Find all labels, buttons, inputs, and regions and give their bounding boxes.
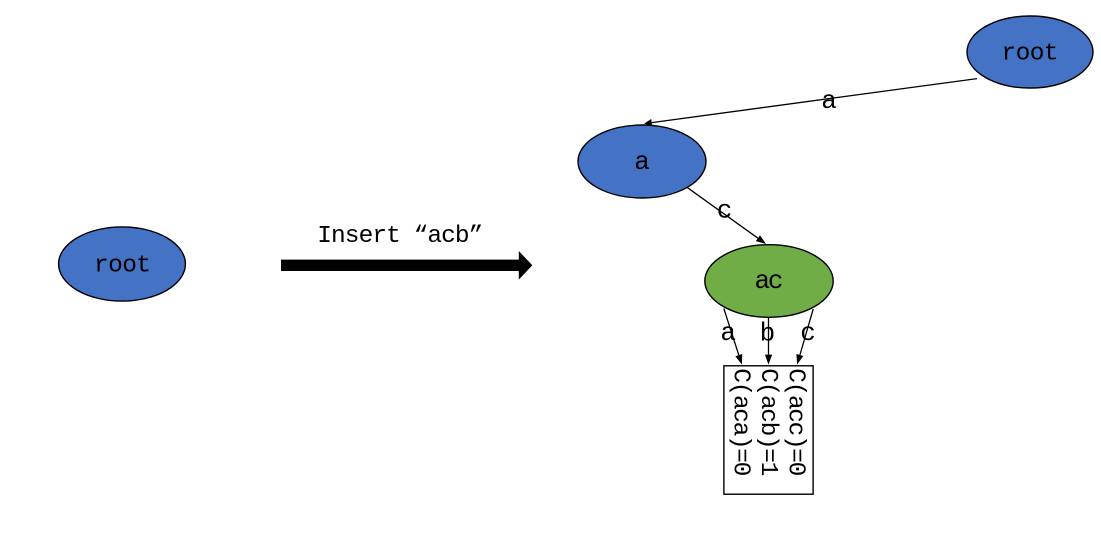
svg-text:b: b (760, 319, 776, 349)
svg-text:c: c (717, 196, 733, 226)
svg-text:C(acc)=0 C(acb)=1 C(ac: C(acc)=0 C(acb)=1 C(aca)=0 (727, 368, 809, 489)
svg-text:Insert “acb”: Insert “acb” (317, 223, 483, 250)
svg-text:a: a (720, 318, 736, 348)
svg-text:root: root (94, 253, 151, 280)
svg-text:c: c (800, 318, 816, 348)
svg-text:ac: ac (755, 266, 784, 296)
svg-text:a: a (821, 86, 837, 116)
svg-text:root: root (1002, 41, 1059, 68)
svg-text:a: a (634, 147, 650, 177)
